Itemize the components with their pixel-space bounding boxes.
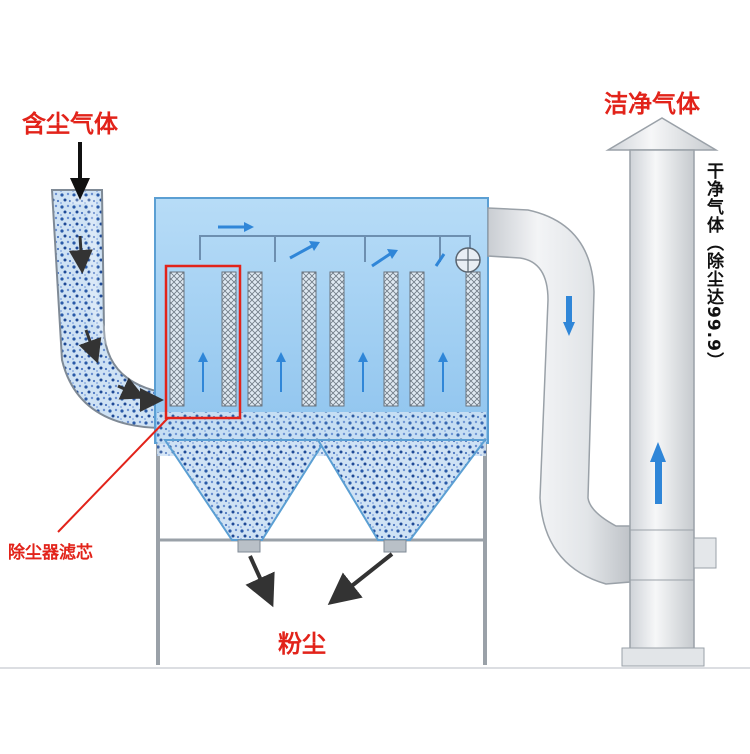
hopper-outlet-left	[237, 539, 261, 553]
arrow-icon	[218, 222, 446, 268]
filter-cartridges	[169, 271, 481, 407]
collector-housing	[154, 197, 489, 444]
arrow-icon	[68, 142, 394, 608]
arrow-icon	[650, 442, 666, 504]
stack-cap	[605, 117, 719, 151]
hopper-outlet-right	[383, 539, 407, 553]
label-clean-gas-vertical: 干净气体（除尘达99.9）	[703, 162, 723, 370]
stack-motor-box	[693, 537, 717, 569]
fan-icon	[455, 247, 481, 273]
chimney-stack	[629, 149, 695, 665]
hopper-left	[163, 439, 327, 541]
filter-highlight-box	[164, 264, 242, 420]
label-clean-gas: 洁净气体	[604, 90, 700, 118]
arrow-icon	[198, 352, 448, 392]
arrow-icon	[563, 296, 575, 336]
stack-base	[621, 647, 705, 667]
filter-pointer-line	[57, 417, 169, 533]
inlet-pipe-highlight	[70, 196, 152, 376]
support-frame	[156, 440, 487, 665]
label-dust: 粉尘	[278, 630, 326, 658]
label-filter-cartridge: 除尘器滤芯	[8, 543, 93, 563]
outlet-duct	[487, 207, 631, 585]
label-dusty-gas: 含尘气体	[22, 110, 118, 138]
hopper-right	[316, 439, 487, 541]
inlet-pipe	[50, 189, 161, 430]
